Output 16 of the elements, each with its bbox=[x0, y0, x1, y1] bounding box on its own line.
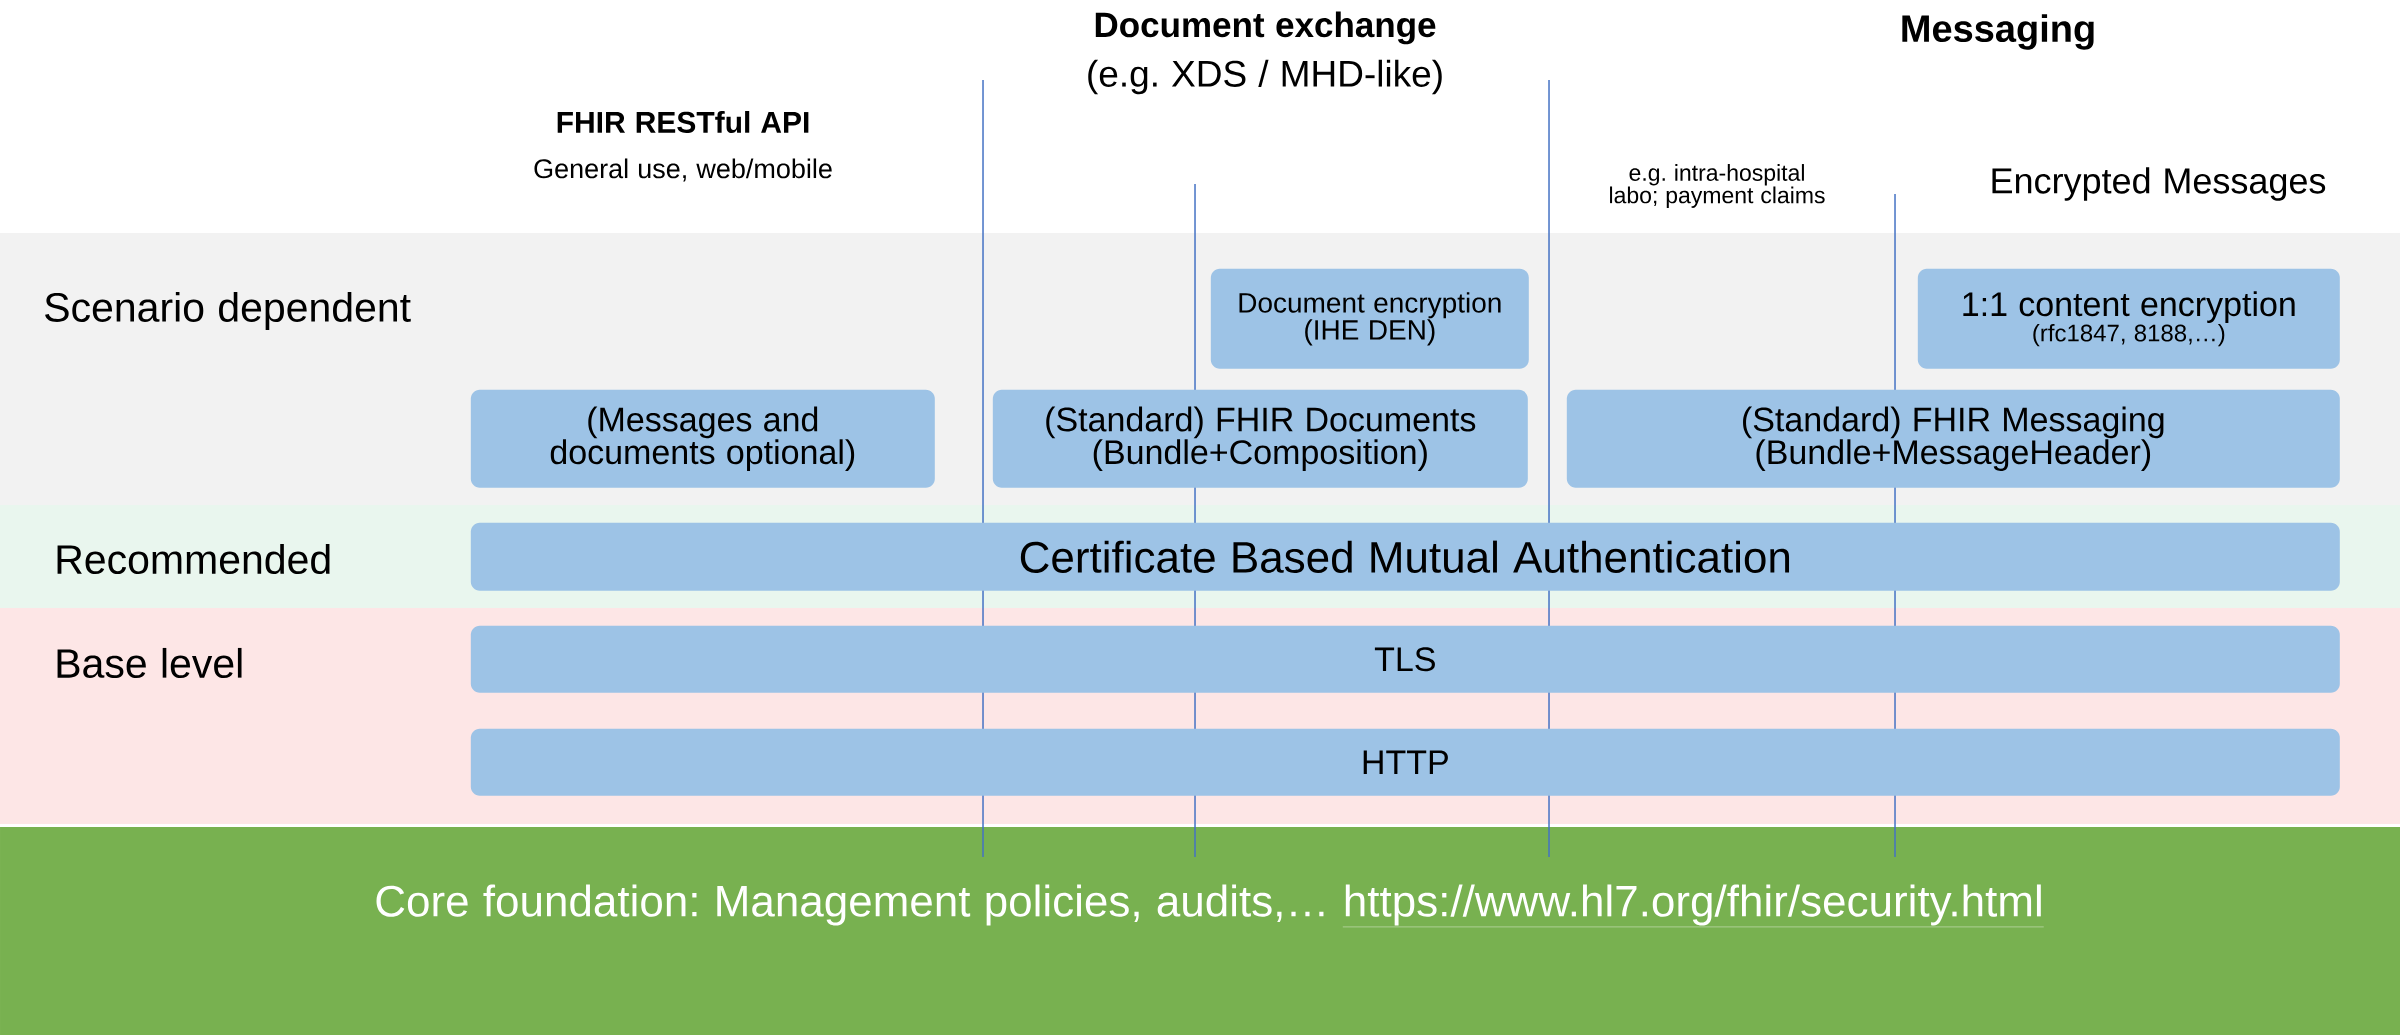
layer-box: HTTP bbox=[470, 728, 2340, 796]
layer-box: TLS bbox=[470, 625, 2340, 693]
layer-box: (Standard) FHIR Messaging (Bundle+MessageHeader) bbox=[1566, 389, 2340, 488]
column-note: e.g. intra-hospital labo; payment claims bbox=[1610, 164, 1825, 208]
column-heading: FHIR RESTful API bbox=[557, 110, 809, 133]
layer-box: Certificate Based Mutual Authentication bbox=[470, 522, 2340, 591]
column-heading: Document exchange bbox=[1095, 11, 1436, 45]
layer-box: (Messages and documents optional) bbox=[470, 389, 935, 488]
layer-box: 1:1 content encryption (rfc1847, 8188,…) bbox=[1917, 268, 2340, 369]
column-note: (e.g. XDS / MHD-like) bbox=[1088, 59, 1442, 95]
layer-box: (Standard) FHIR Documents (Bundle+Composition) bbox=[992, 389, 1528, 488]
column-heading: Messaging bbox=[1902, 14, 2094, 50]
column-note: Encrypted Messages bbox=[1992, 167, 2326, 201]
layer-box: Document encryption (IHE DEN) bbox=[1210, 268, 1529, 369]
column-note: General use, web/mobile bbox=[534, 158, 832, 182]
foundation-band: Core foundation: Management policies, audits,… https://www.hl7.org/fhir/security.html bbox=[0, 827, 2400, 1035]
